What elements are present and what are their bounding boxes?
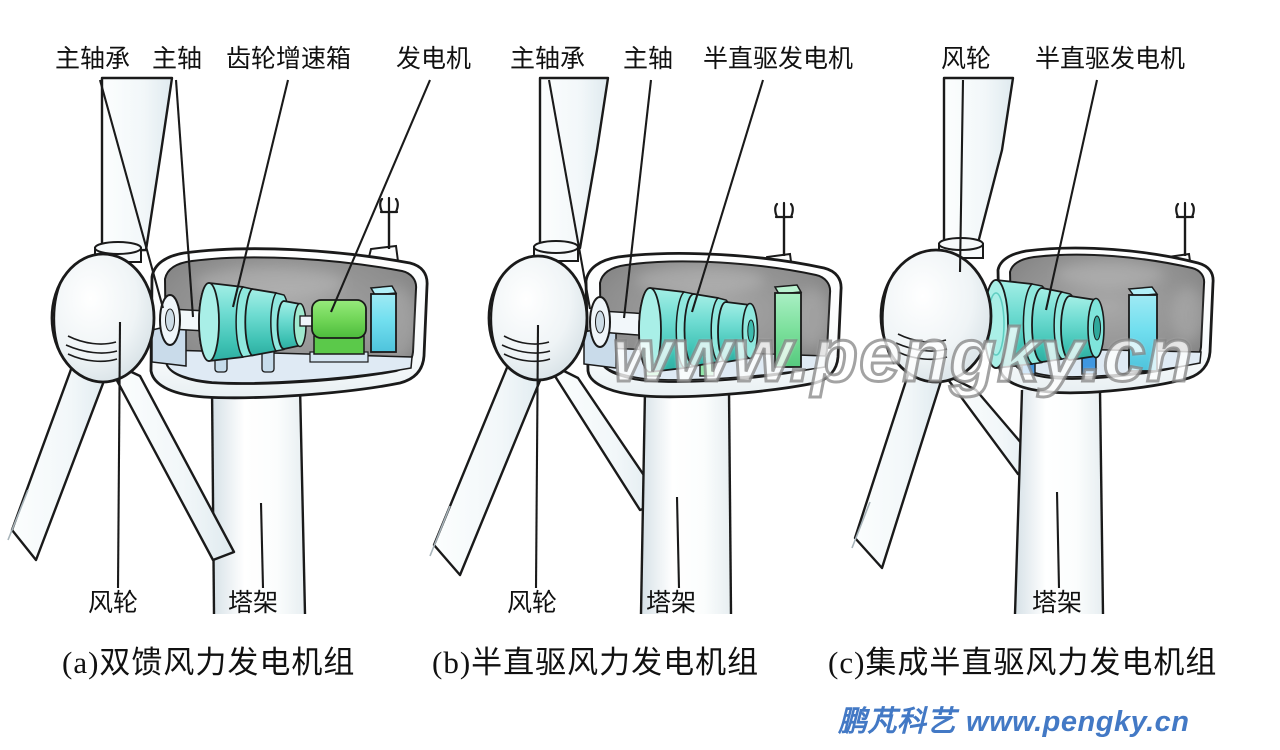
label-b-main-bearing: 主轴承: [510, 46, 586, 73]
generator-a: [309, 299, 369, 363]
cabinet-b: [773, 284, 803, 368]
leader-c-generator: [1044, 79, 1099, 311]
nacelle-a: [149, 196, 429, 400]
leader-b-tower: [675, 496, 681, 589]
label-b-generator: 半直驱发电机: [703, 46, 854, 73]
caption-turbine-c: (c)集成半直驱风力发电机组: [828, 645, 1218, 680]
label-a-main-shaft: 主轴: [152, 46, 203, 73]
tower-c: [1013, 388, 1105, 615]
label-b-rotor: 风轮: [507, 590, 558, 617]
label-a-tower: 塔架: [228, 590, 279, 617]
leader-a-rotor: [116, 321, 122, 589]
leader-a-main-shaft: [174, 79, 195, 318]
turbine-a-drawing: [7, 76, 429, 615]
blade-c-up: [942, 76, 1015, 247]
leader-a-tower: [259, 502, 265, 589]
label-b-main-shaft: 主轴: [623, 46, 674, 73]
footer-site-url: www.pengky.cn: [966, 706, 1190, 738]
leader-c-rotor: [958, 79, 965, 273]
label-c-generator: 半直驱发电机: [1035, 46, 1186, 73]
semi-direct-generator-b: [638, 287, 759, 377]
leader-a-generator: [330, 79, 431, 313]
leader-b-rotor: [534, 324, 540, 589]
leader-lines: [98, 79, 1099, 589]
tower-b: [639, 388, 733, 615]
drivetrain-c: [983, 279, 1159, 375]
nacelle-b: [583, 201, 843, 399]
hub-c: [879, 248, 993, 384]
leader-a-gearbox: [231, 79, 290, 308]
caption-turbine-a: (a)双馈风力发电机组: [62, 645, 356, 680]
caption-turbine-b: (b)半直驱风力发电机组: [432, 645, 760, 680]
leader-b-main-bearing: [547, 79, 592, 310]
leader-c-tower: [1055, 491, 1061, 589]
cabinet-c: [1127, 286, 1159, 372]
tower-a: [210, 384, 307, 615]
rotor-a: [7, 76, 174, 562]
label-a-gearbox: 齿轮增速箱: [226, 46, 352, 73]
label-b-tower: 塔架: [646, 590, 697, 617]
watermark-text: www.pengky.cn: [611, 313, 1195, 398]
label-c-tower: 塔架: [1032, 590, 1083, 617]
cabinet-a: [369, 285, 398, 353]
drivetrain-a: [151, 282, 398, 373]
gearbox-a: [198, 282, 307, 373]
footer-brand: 鹏芃科艺: [838, 706, 957, 738]
label-a-main-bearing: 主轴承: [55, 46, 131, 73]
drivetrain-b: [583, 284, 803, 377]
rotor-c: [851, 76, 1015, 570]
integrated-generator-c: [983, 279, 1105, 375]
rotor-b: [429, 76, 610, 577]
label-c-rotor: 风轮: [941, 46, 992, 73]
footer-credit: 鹏芃科艺 www.pengky.cn: [838, 698, 1190, 740]
hub-a: [50, 252, 156, 384]
leader-b-main-shaft: [622, 79, 653, 319]
label-a-generator: 发电机: [396, 46, 472, 73]
leader-a-main-bearing: [98, 79, 165, 309]
blade-a-up: [100, 76, 174, 253]
label-a-rotor: 风轮: [88, 590, 139, 617]
turbine-b-drawing: [429, 76, 843, 615]
leader-b-generator: [690, 79, 765, 313]
